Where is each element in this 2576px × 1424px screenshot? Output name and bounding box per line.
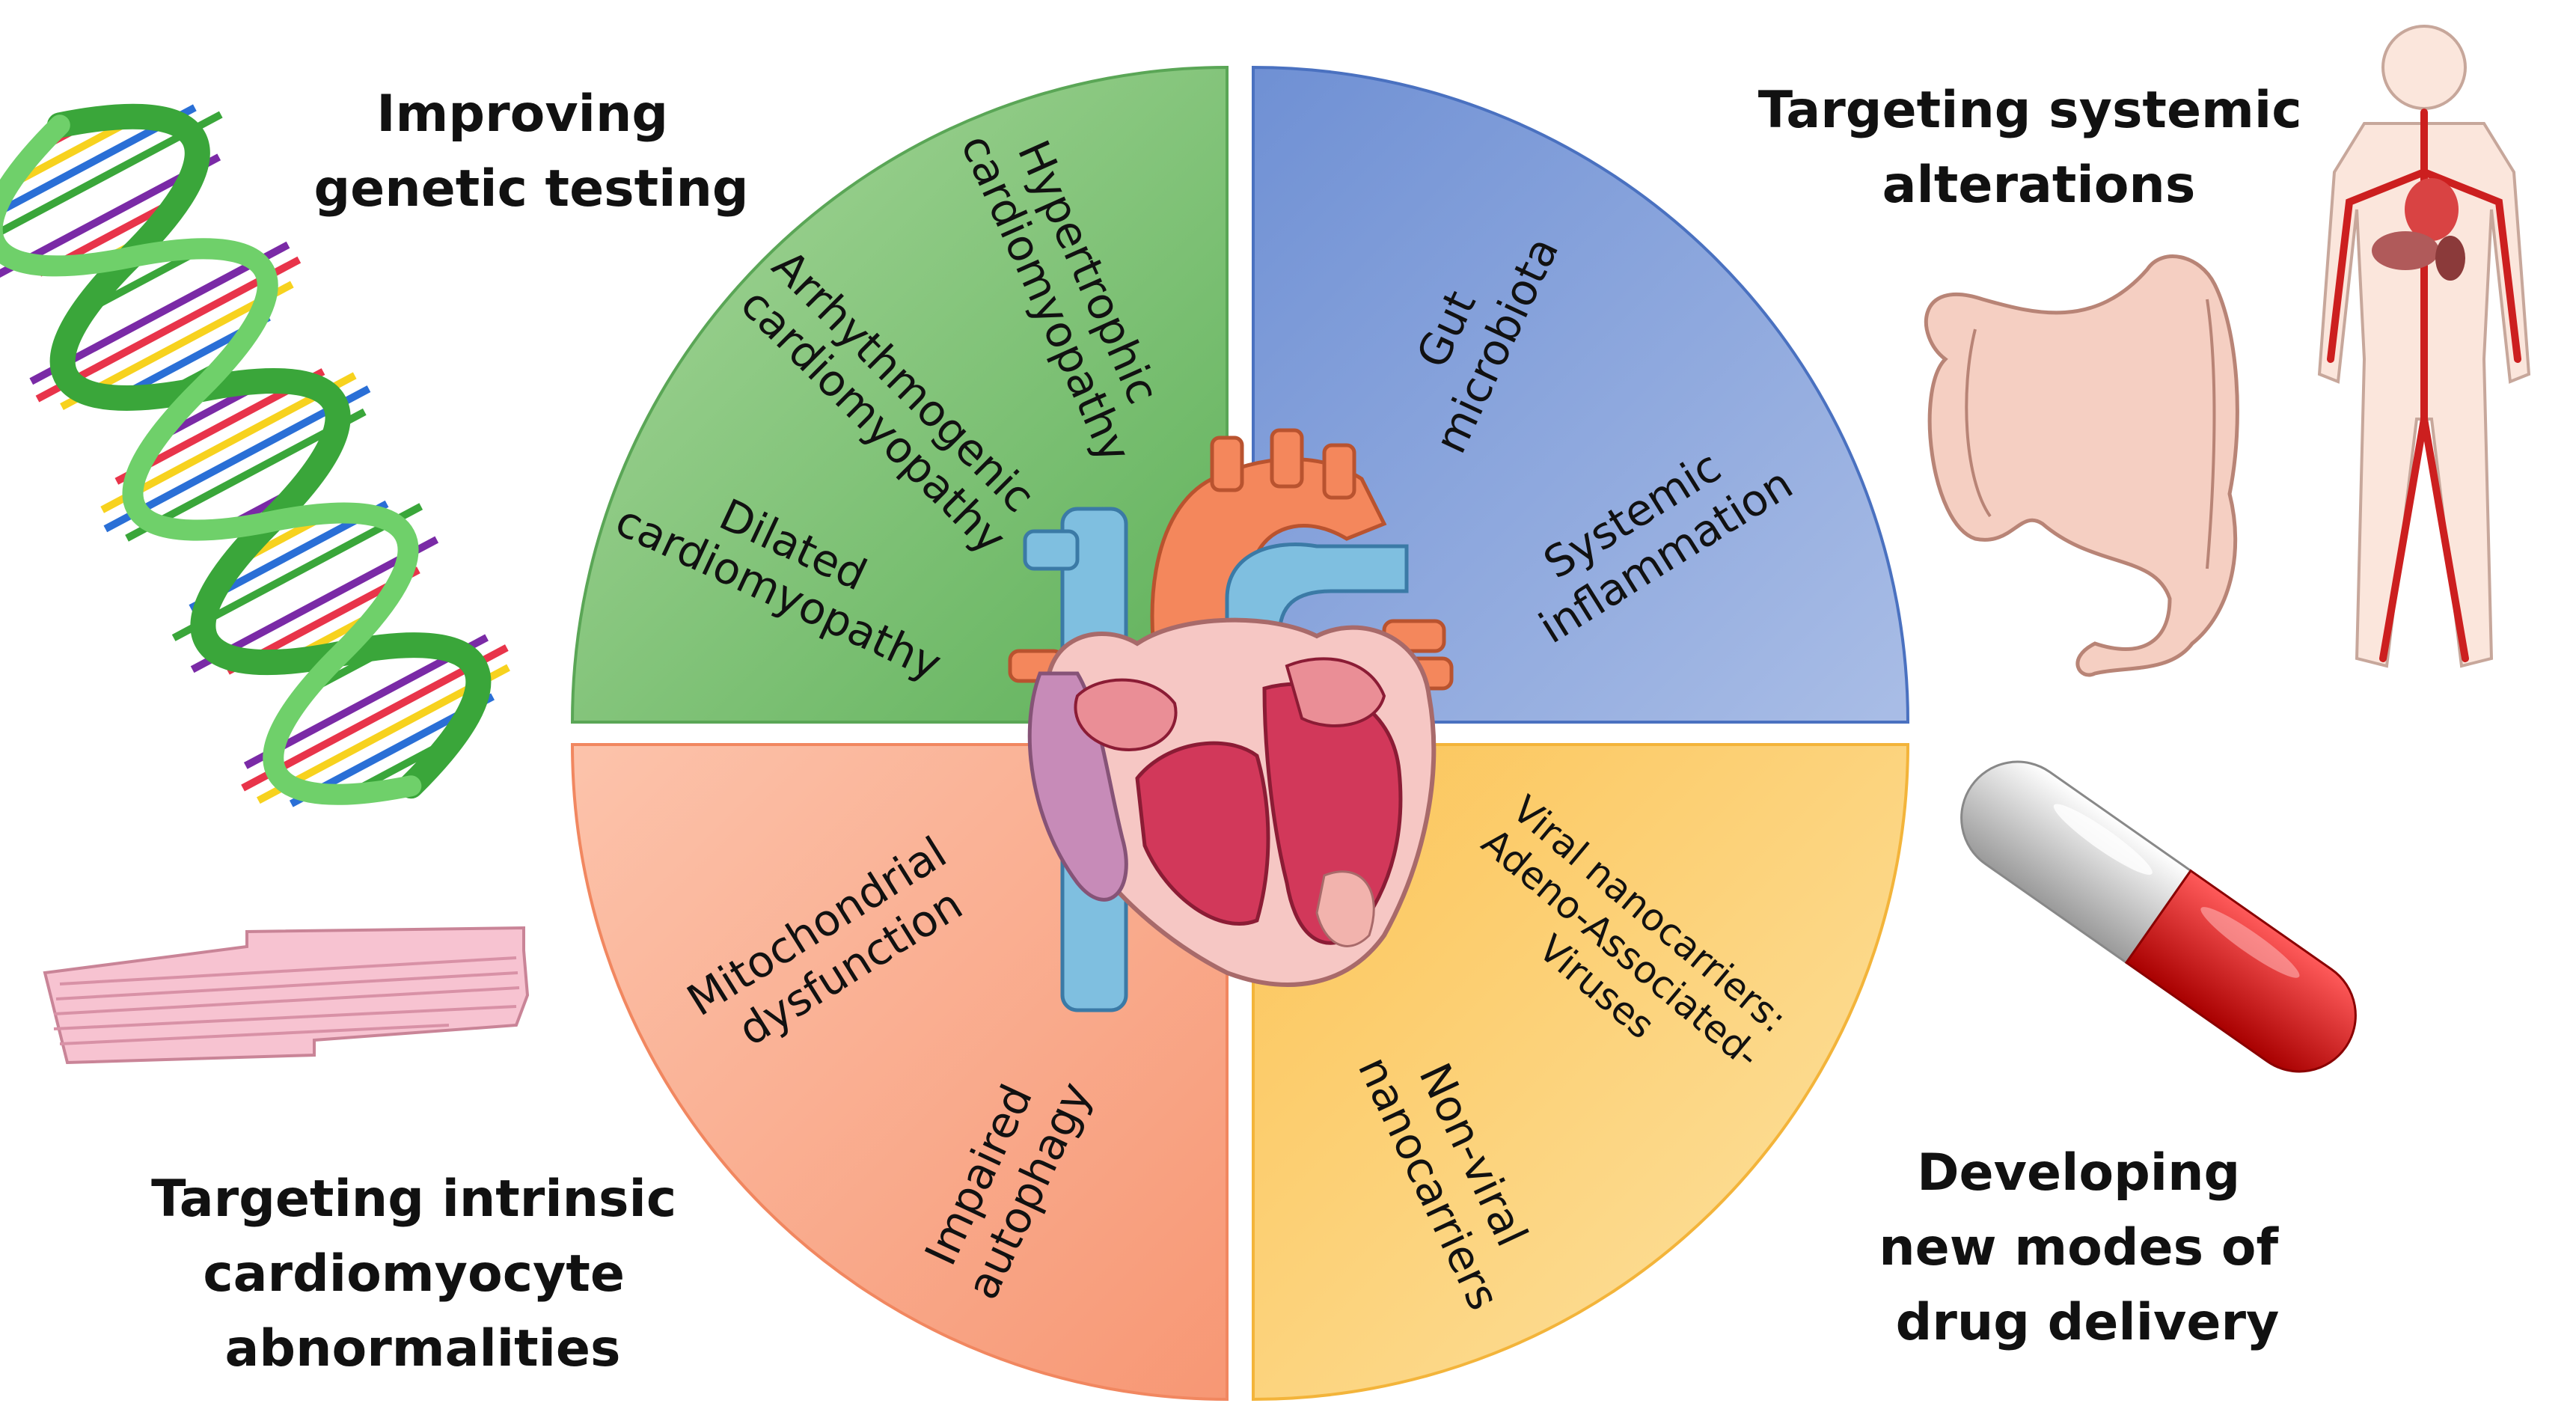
human-circulatory-system-icon [2317,25,2531,668]
title-developing-drug-delivery: Developing new modes of drug delivery [1879,1143,2296,1352]
intestine-icon [1924,254,2239,677]
title-targeting-intrinsic-cardiomyocyte-abnormalities: Targeting intrinsic cardiomyocyte abnorm… [151,1170,694,1378]
dna-helix-icon [0,103,510,807]
heart-cross-section-icon [1008,428,1454,1012]
title-improving-genetic-testing: Improving genetic testing [313,85,748,219]
cardiomyocyte-cell-icon [43,926,530,1065]
quadrant-blue [1252,65,1910,724]
capsule-pill-icon [1960,760,2357,1073]
quadrant-yellow [1252,743,1910,1402]
title-targeting-systemic-alterations: Targeting systemic alterations [1758,81,2319,215]
